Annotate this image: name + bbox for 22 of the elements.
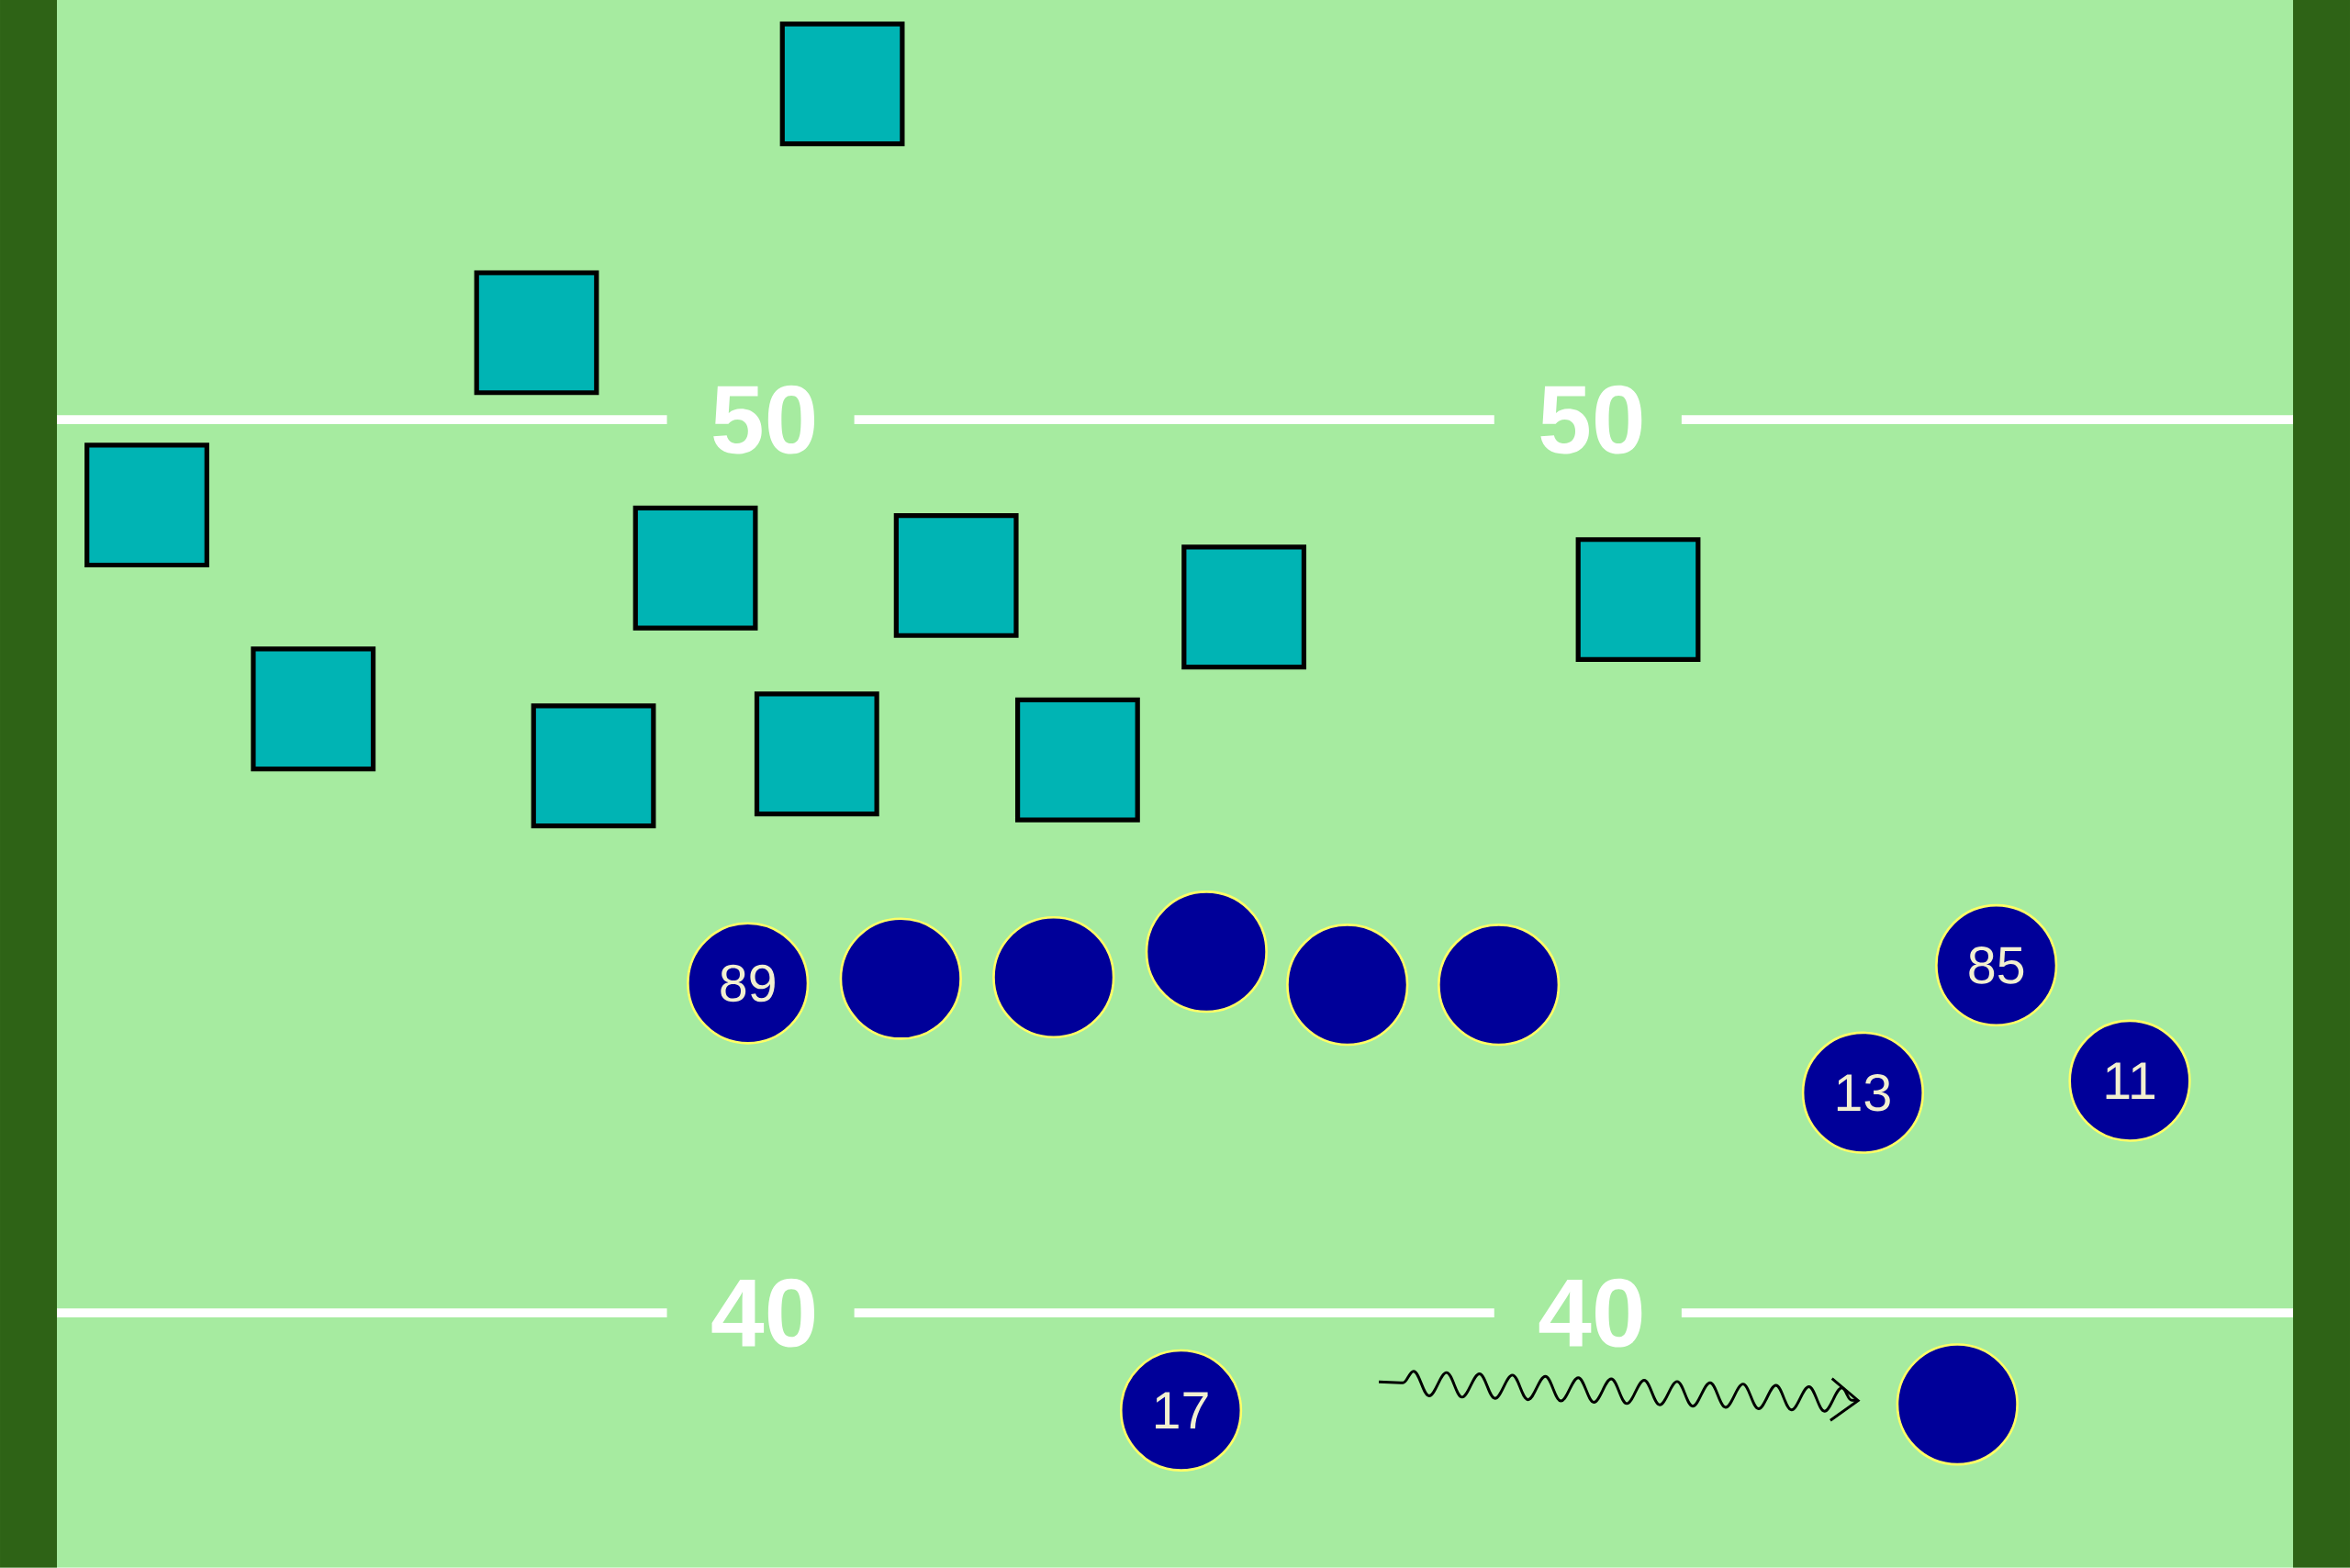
- defender-square: [531, 703, 656, 829]
- defender-square: [84, 442, 209, 568]
- defender-square: [1015, 697, 1140, 823]
- defender-square: [754, 691, 879, 817]
- defender-square: [474, 270, 599, 396]
- defender-square: [779, 21, 905, 147]
- yard-number: 50: [1540, 385, 1642, 454]
- yard-number: 40: [711, 1278, 815, 1348]
- player-circle: [1896, 1343, 2019, 1466]
- yard-number: 50: [713, 385, 815, 454]
- player-circle: [1145, 890, 1268, 1014]
- defender-square: [251, 646, 376, 772]
- player-circle: [992, 916, 1115, 1039]
- yard-number: 40: [1539, 1278, 1642, 1348]
- defender-square: [1575, 537, 1701, 663]
- motion-arrow: [1379, 1370, 1861, 1422]
- player-circle: [1438, 924, 1561, 1047]
- player-circle: [1286, 924, 1409, 1047]
- player-circle: [839, 917, 962, 1040]
- defender-square: [632, 506, 758, 631]
- defender-square: [1181, 544, 1307, 670]
- defender-square: [893, 513, 1019, 638]
